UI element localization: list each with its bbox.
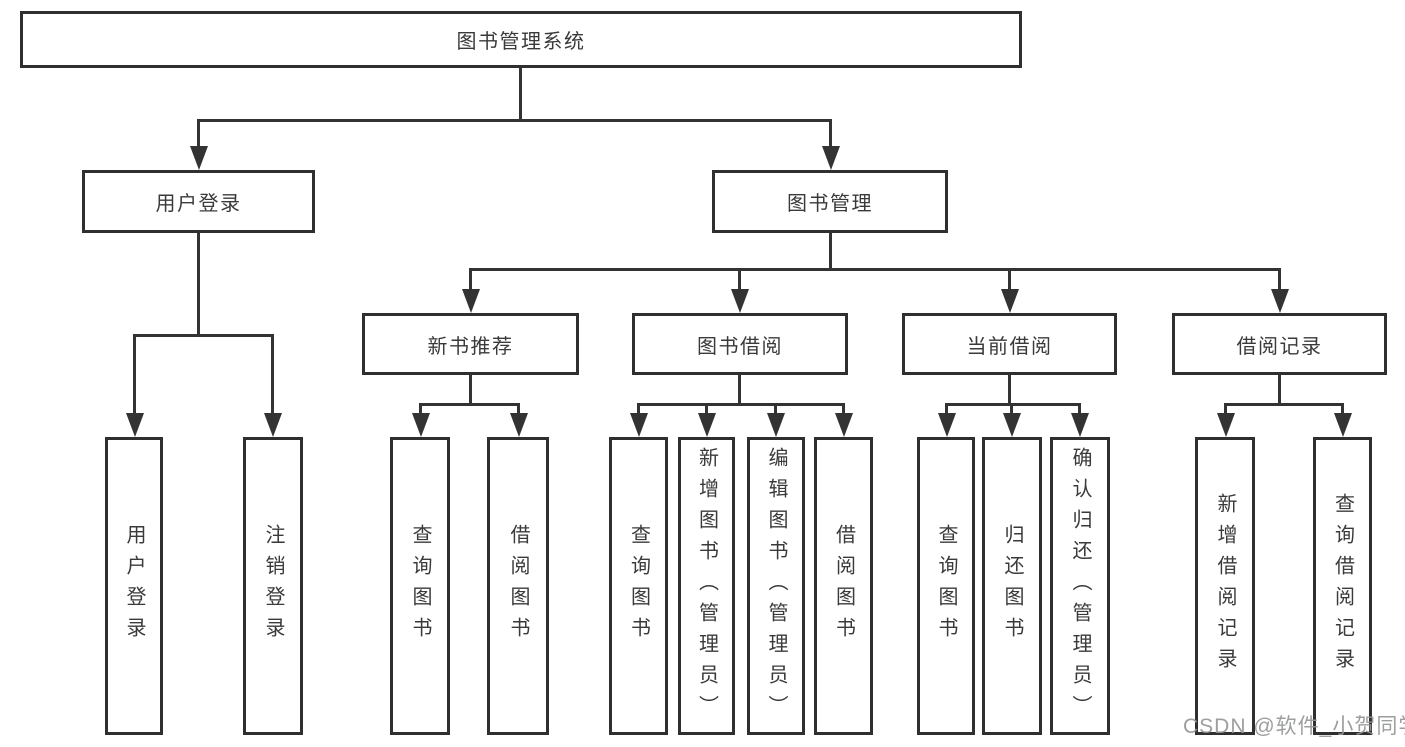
connector-cb-stem — [1008, 375, 1011, 406]
connector-drop-leaf-logout — [271, 334, 274, 415]
leaf-bb-edit-book-admin-label: 编辑图书（管理员） — [765, 446, 787, 726]
arrow-leaf-logout — [264, 413, 282, 437]
connector-nbr-stem — [469, 375, 472, 406]
leaf-cb-query-books-label: 查询图书 — [935, 524, 957, 648]
node-root: 图书管理系统 — [20, 11, 1022, 68]
connector-root-rail — [197, 119, 832, 122]
node-root-label: 图书管理系统 — [456, 31, 586, 53]
connector-bb-stem — [738, 375, 741, 406]
connector-drop-current-borrowing — [1008, 268, 1011, 291]
arrow-cb-confirm — [1071, 413, 1089, 437]
leaf-bb-borrow-books: 借阅图书 — [814, 437, 873, 735]
connector-bb-rail — [637, 403, 845, 406]
connector-drop-book-borrowing — [738, 268, 741, 291]
arrow-new-book-recommend — [462, 289, 480, 313]
arrow-book-management — [822, 146, 840, 170]
arrow-book-borrowing — [731, 289, 749, 313]
leaf-cb-return-books-label: 归还图书 — [1001, 524, 1023, 648]
leaf-logout: 注销登录 — [243, 437, 303, 735]
connector-nbr-rail — [419, 403, 520, 406]
leaf-cb-confirm-return-admin-label: 确认归还（管理员） — [1069, 446, 1091, 726]
leaf-nbr-borrow-books: 借阅图书 — [487, 437, 549, 735]
node-borrowing-records-label: 借阅记录 — [1236, 335, 1323, 358]
leaf-bb-add-book-admin: 新增图书（管理员） — [678, 437, 735, 735]
node-borrowing-records: 借阅记录 — [1172, 313, 1387, 375]
leaf-nbr-query-books-label: 查询图书 — [409, 524, 431, 648]
connector-drop-user-login — [197, 119, 200, 149]
leaf-bb-add-book-admin-label: 新增图书（管理员） — [695, 446, 718, 726]
arrow-cb-return — [1003, 413, 1021, 437]
connector-cb-rail — [945, 403, 1081, 406]
connector-drop-leaf-user-login — [133, 334, 136, 415]
connector-br-rail — [1224, 403, 1344, 406]
connector-drop-new-book-recommend — [469, 268, 472, 291]
connector-drop-nbr-query — [419, 403, 422, 415]
arrow-nbr-query — [412, 413, 430, 437]
connector-drop-br-query — [1341, 403, 1344, 415]
leaf-br-add-record: 新增借阅记录 — [1195, 437, 1255, 735]
connector-drop-borrowing-records — [1278, 268, 1281, 291]
arrow-nbr-borrow — [510, 413, 528, 437]
connector-user-login-stem — [197, 233, 200, 337]
arrow-borrowing-records — [1271, 289, 1289, 313]
connector-root-stem — [519, 68, 522, 121]
arrow-br-add — [1217, 413, 1235, 437]
node-book-borrowing: 图书借阅 — [632, 313, 848, 375]
connector-drop-bb-add — [705, 403, 708, 415]
leaf-bb-borrow-books-label: 借阅图书 — [832, 524, 855, 648]
leaf-nbr-query-books: 查询图书 — [390, 437, 450, 735]
arrow-bb-borrow — [835, 413, 853, 437]
arrow-bb-add — [698, 413, 716, 437]
node-book-management: 图书管理 — [712, 170, 948, 233]
node-current-borrowing-label: 当前借阅 — [966, 335, 1053, 358]
leaf-cb-query-books: 查询图书 — [917, 437, 975, 735]
node-book-management-label: 图书管理 — [787, 193, 873, 215]
node-new-book-recommend: 新书推荐 — [362, 313, 579, 375]
csdn-watermark: CSDN @软件_小贺同学 — [1183, 715, 1405, 738]
connector-book-management-rail — [469, 268, 1281, 271]
node-current-borrowing: 当前借阅 — [902, 313, 1117, 375]
node-new-book-recommend-label: 新书推荐 — [427, 335, 514, 358]
connector-drop-cb-confirm — [1078, 403, 1081, 415]
connector-drop-cb-return — [1010, 403, 1013, 415]
leaf-user-login: 用户登录 — [105, 437, 163, 735]
arrow-leaf-user-login — [126, 413, 144, 437]
connector-br-stem — [1278, 375, 1281, 406]
leaf-br-add-record-label: 新增借阅记录 — [1214, 493, 1236, 679]
connector-drop-cb-query — [945, 403, 948, 415]
leaf-logout-label: 注销登录 — [262, 524, 284, 648]
arrow-user-login — [190, 146, 208, 170]
connector-book-management-stem — [829, 233, 832, 271]
leaf-br-query-record: 查询借阅记录 — [1313, 437, 1372, 735]
leaf-user-login-label: 用户登录 — [123, 524, 145, 648]
arrow-bb-edit — [767, 413, 785, 437]
connector-drop-br-add — [1224, 403, 1227, 415]
leaf-nbr-borrow-books-label: 借阅图书 — [507, 524, 529, 648]
node-user-login-label: 用户登录 — [155, 193, 242, 215]
connector-user-login-rail — [133, 334, 274, 337]
node-user-login: 用户登录 — [82, 170, 315, 233]
connector-drop-bb-borrow — [842, 403, 845, 415]
leaf-cb-confirm-return-admin: 确认归还（管理员） — [1050, 437, 1110, 735]
leaf-cb-return-books: 归还图书 — [982, 437, 1042, 735]
arrow-cb-query — [938, 413, 956, 437]
leaf-bb-edit-book-admin: 编辑图书（管理员） — [747, 437, 805, 735]
connector-drop-book-management — [829, 119, 832, 149]
arrow-bb-query — [630, 413, 648, 437]
leaf-bb-query-books: 查询图书 — [609, 437, 668, 735]
arrow-current-borrowing — [1001, 289, 1019, 313]
leaf-br-query-record-label: 查询借阅记录 — [1331, 493, 1354, 679]
node-book-borrowing-label: 图书借阅 — [697, 335, 783, 358]
connector-drop-nbr-borrow — [517, 403, 520, 415]
arrow-br-query — [1334, 413, 1352, 437]
leaf-bb-query-books-label: 查询图书 — [627, 524, 650, 648]
connector-drop-bb-edit — [774, 403, 777, 415]
connector-drop-bb-query — [637, 403, 640, 415]
